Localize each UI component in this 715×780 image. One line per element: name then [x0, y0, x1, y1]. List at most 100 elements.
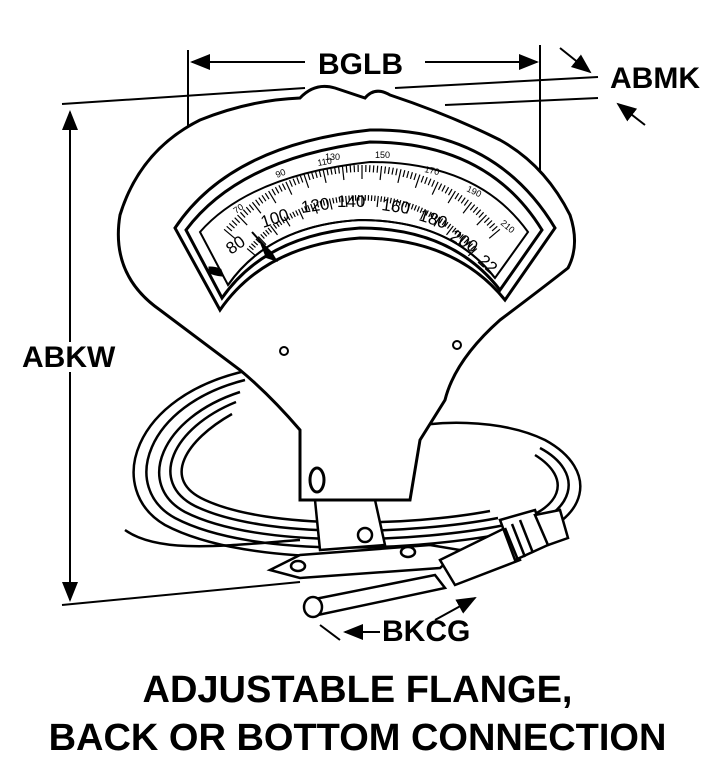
scale-tick: [334, 167, 337, 175]
outer-scale-label: 110: [317, 156, 333, 168]
scale-tick: [255, 199, 261, 206]
inner-scale-label: 140: [337, 192, 365, 211]
outer-scale-label: 170: [424, 164, 441, 177]
scale-tick: [404, 201, 408, 208]
scale-tick: [270, 225, 278, 236]
scale-tick: [470, 245, 476, 251]
scale-tick: [425, 210, 429, 216]
scale-tick: [258, 197, 264, 204]
scale-tick: [446, 225, 454, 236]
outer-scale-label: 90: [274, 167, 287, 180]
scale-tick: [430, 213, 435, 219]
scale-tick: [303, 174, 310, 188]
scale-tick: [338, 196, 341, 203]
scale-tick: [376, 165, 379, 173]
scale-tick: [341, 196, 344, 202]
scale-tick: [402, 170, 406, 178]
scale-tick: [413, 173, 417, 181]
outer-scale-label: 150: [375, 150, 390, 160]
scale-tick: [281, 183, 287, 191]
scale-tick: [395, 168, 398, 176]
scale-tick: [416, 206, 420, 212]
scale-tick: [239, 211, 246, 218]
outer-scale-label: 130: [325, 152, 340, 162]
caption-line-1: ADJUSTABLE FLANGE,: [142, 669, 573, 711]
scale-tick: [467, 248, 478, 257]
scale-tick: [433, 214, 438, 221]
capillary-coil: [124, 368, 582, 559]
scale-tick: [433, 216, 441, 227]
scale-tick: [454, 229, 459, 235]
scale-tick: [386, 197, 389, 203]
dimension-label-width: BGLB: [318, 48, 403, 81]
scale-tick: [322, 169, 327, 184]
inner-scale-label: 160: [380, 195, 411, 218]
scale-tick: [330, 167, 333, 175]
scale-tick: [257, 236, 267, 246]
scale-tick: [398, 199, 402, 206]
scale-tick: [446, 223, 452, 229]
scale-tick: [441, 219, 446, 226]
scale-tick: [286, 214, 291, 221]
scale-tick: [332, 197, 335, 204]
scale-tick: [380, 196, 383, 202]
scale-tick: [262, 231, 268, 237]
scale-tick: [427, 178, 432, 186]
scale-tick: [313, 202, 318, 214]
scale-tick: [272, 223, 278, 229]
scale-tick: [325, 199, 329, 205]
scale-tick: [274, 186, 280, 194]
scale-tick: [444, 186, 450, 194]
scale-tick: [457, 194, 463, 202]
scale-tick: [231, 220, 238, 226]
scale-tick: [463, 199, 469, 206]
scale-tick: [322, 199, 326, 206]
scale-tick: [451, 227, 457, 233]
scale-tick: [406, 170, 410, 179]
scale-tick: [345, 165, 348, 173]
scale-tick: [489, 222, 496, 229]
dimension-label-bulb: BKCG: [382, 615, 470, 648]
scale-tick: [457, 236, 467, 246]
scale-tick: [288, 179, 293, 187]
dimension-label-height: ABKW: [22, 341, 116, 374]
scale-tick: [447, 190, 456, 204]
scale-tick: [491, 225, 498, 232]
scale-tick: [410, 203, 414, 210]
scale-tick: [261, 194, 267, 202]
scale-tick: [304, 206, 308, 212]
scale-tick: [292, 178, 297, 186]
dimension-label-depth: ABMK: [610, 62, 700, 95]
scale-tick: [301, 207, 305, 214]
scale-tick: [414, 174, 421, 188]
scale-tick: [299, 175, 304, 183]
dimension-lines: [61, 45, 646, 641]
scale-tick: [280, 218, 285, 224]
scale-tick: [463, 238, 469, 244]
scale-tick: [384, 166, 387, 174]
scale-tick: [395, 199, 399, 205]
scale-tick: [289, 213, 294, 219]
scale-tick: [406, 202, 411, 214]
scale-tick: [413, 204, 417, 211]
scale-tick: [314, 170, 318, 179]
scale-tick: [285, 181, 293, 195]
scale-tick: [401, 200, 405, 207]
scale-tick: [246, 248, 257, 257]
scale-tick: [316, 201, 320, 208]
scale-tick: [255, 238, 261, 244]
scale-tick: [248, 204, 255, 211]
scale-tick: [275, 221, 280, 228]
scale-tick: [428, 211, 432, 218]
scale-tick: [226, 225, 233, 232]
scale-tick: [468, 243, 474, 248]
scale-tick: [383, 196, 386, 203]
scale-tick: [248, 245, 254, 251]
scale-tick: [265, 229, 270, 235]
scale-tick: [242, 209, 249, 216]
scale-tick: [465, 240, 471, 246]
scale-tick: [483, 217, 490, 224]
scale-tick: [391, 167, 394, 175]
